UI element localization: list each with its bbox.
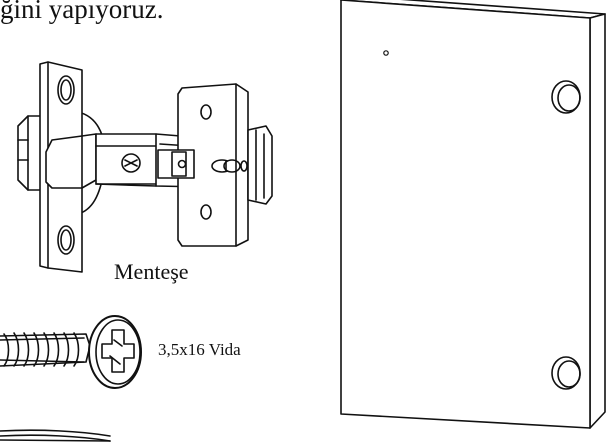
hinge-clip [247,125,273,205]
screw-head [88,315,142,389]
hinge-illustration [17,61,273,273]
screw-thread [0,332,91,367]
door-panel [340,0,606,429]
hinge-label: Menteşe [114,259,189,284]
screw-label: 3,5x16 Vida [158,340,241,359]
hinge-slot [157,149,195,179]
screw-illustration [0,315,142,389]
board-edge [0,429,111,442]
door-front-face [340,0,591,429]
hinge-adjust-screw [121,153,141,173]
door-side-face [589,13,606,429]
hinge-cam [211,159,248,173]
upper-cup-hole [551,80,581,114]
pilot-hole [383,50,389,56]
lower-cup-hole [551,356,581,390]
instruction-heading: ğini yapıyoruz. [0,0,164,24]
